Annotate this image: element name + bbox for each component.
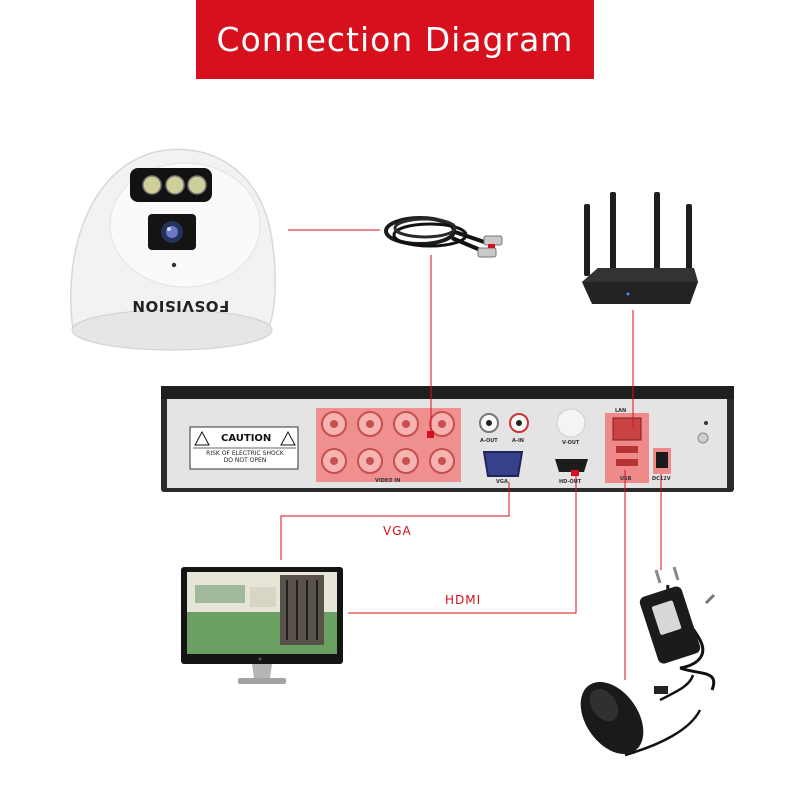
shock-warning-text: RISK OF ELECTRIC SHOCK DO NOT OPEN bbox=[196, 450, 294, 464]
title-banner: Connection Diagram bbox=[196, 0, 594, 79]
a-out-port-label: A-OUT bbox=[480, 438, 498, 444]
hdmi-line bbox=[348, 475, 577, 614]
connection-lines bbox=[280, 229, 662, 680]
hd-out-port-label: HD-OUT bbox=[559, 479, 582, 485]
page-title: Connection Diagram bbox=[216, 20, 574, 59]
v-out-port-label: V-OUT bbox=[562, 440, 580, 446]
video-in-bnc-ports bbox=[321, 411, 455, 474]
dome-camera bbox=[70, 148, 276, 351]
caution-label: CAUTION bbox=[221, 433, 272, 444]
vga-line bbox=[280, 482, 510, 560]
router bbox=[582, 192, 698, 304]
a-in-port-label: A-IN bbox=[512, 438, 524, 444]
lan-port-label: LAN bbox=[615, 408, 627, 414]
hdmi-connection-label: HDMI bbox=[445, 593, 482, 607]
camera-brand-label: FOSVISION bbox=[132, 297, 230, 315]
power-adapter bbox=[639, 566, 716, 691]
dc-port-label: DC12V bbox=[652, 476, 671, 482]
shock-warning-line2: DO NOT OPEN bbox=[223, 457, 267, 464]
coax-cable bbox=[384, 216, 503, 258]
usb-port-label: USB bbox=[620, 476, 632, 482]
monitor bbox=[181, 567, 343, 684]
dvr-recorder bbox=[161, 386, 734, 492]
vga-connection-label: VGA bbox=[383, 524, 412, 538]
shock-warning-line1: RISK OF ELECTRIC SHOCK bbox=[206, 450, 284, 457]
video-in-port-label: VIDEO IN bbox=[375, 478, 401, 484]
vga-port-label: VGA bbox=[496, 479, 508, 485]
usb-mouse bbox=[580, 674, 702, 757]
